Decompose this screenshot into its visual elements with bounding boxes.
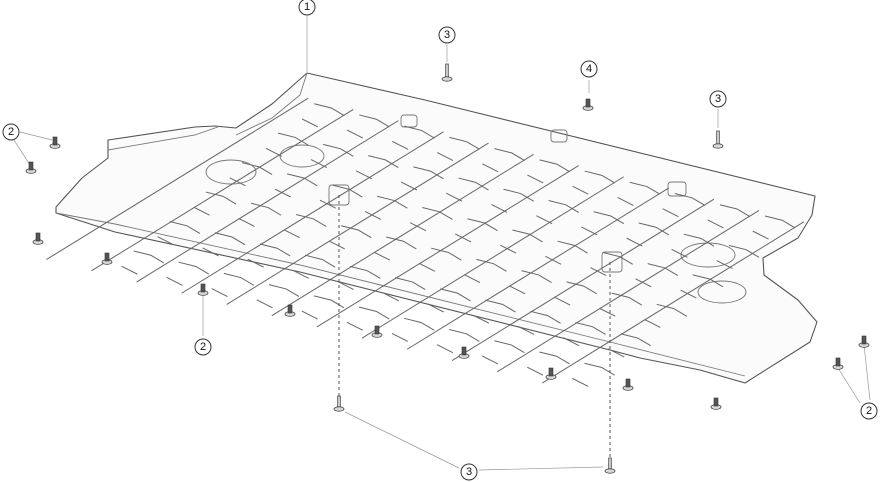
callout-2-center: 2 bbox=[194, 338, 212, 356]
clip-fastener bbox=[582, 98, 594, 111]
callout-2-right-label: 2 bbox=[866, 405, 872, 417]
callout-2-left: 2 bbox=[2, 123, 20, 141]
callout-3-bottom: 3 bbox=[460, 463, 478, 481]
leader-lines bbox=[13, 16, 871, 471]
clip-fastener bbox=[25, 161, 37, 174]
callout-1-label: 1 bbox=[304, 1, 310, 13]
callout-3-top: 3 bbox=[438, 26, 456, 44]
panel-opening-left bbox=[205, 159, 257, 185]
clip-fastener bbox=[545, 367, 557, 380]
screw-fastener bbox=[712, 130, 724, 149]
clip-fastener bbox=[32, 232, 44, 245]
clip-fastener bbox=[101, 252, 113, 265]
callout-2-center-label: 2 bbox=[200, 341, 206, 353]
screw-fastener bbox=[604, 457, 616, 474]
callout-3-right-label: 3 bbox=[715, 93, 721, 105]
screw-fastener bbox=[441, 63, 453, 82]
callout-3-right: 3 bbox=[709, 90, 727, 108]
clip-fastener bbox=[284, 304, 296, 317]
underbody-shield-panel bbox=[46, 72, 818, 387]
clip-fastener bbox=[197, 283, 209, 296]
callout-3-bottom-label: 3 bbox=[466, 466, 472, 478]
clip-fastener bbox=[371, 325, 383, 338]
clip-fastener bbox=[49, 136, 61, 149]
clip-fastener bbox=[458, 346, 470, 359]
callout-1: 1 bbox=[298, 0, 316, 16]
callout-3-top-label: 3 bbox=[444, 29, 450, 41]
clip-fastener bbox=[832, 357, 844, 370]
callout-4: 4 bbox=[580, 60, 598, 78]
callout-2-right: 2 bbox=[860, 402, 878, 420]
clip-fastener bbox=[858, 335, 870, 348]
screw-fastener bbox=[333, 395, 345, 412]
clip-fastener bbox=[622, 378, 634, 391]
panel-ribs bbox=[46, 97, 805, 387]
clip-fastener bbox=[710, 397, 722, 410]
callout-4-label: 4 bbox=[586, 63, 592, 75]
callout-2-left-label: 2 bbox=[8, 126, 14, 138]
fasteners bbox=[25, 63, 870, 474]
panel-opening-lower-right bbox=[697, 280, 747, 304]
